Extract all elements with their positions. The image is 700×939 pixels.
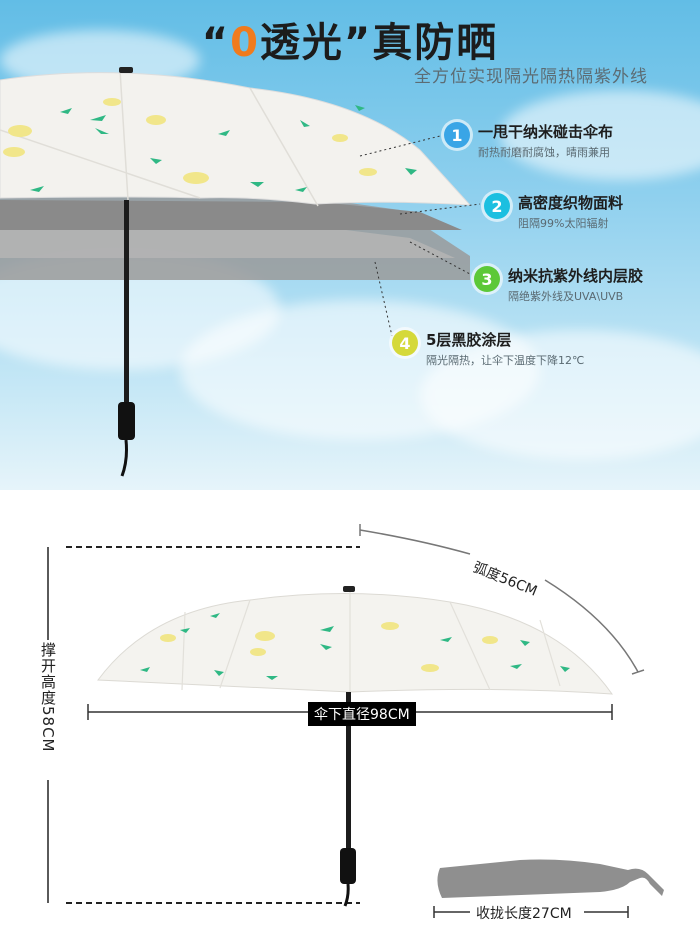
feature-title-3: 纳米抗紫外线内层胶	[508, 267, 644, 285]
open-umbrella-shaft	[346, 692, 351, 852]
umbrella-handle	[118, 402, 135, 440]
layer-uv-glue	[0, 226, 455, 258]
dimensions-section: 撑开高度58CM 弧度56CM 伞下直径98CM 收拢长度27CM	[0, 490, 700, 939]
hero-subtitle: 全方位实现隔光隔热隔紫外线	[414, 67, 648, 87]
canopy-pattern	[3, 98, 417, 192]
hero-section: “0透光”真防晒 全方位实现隔光隔热隔紫外线 1 一甩干纳米碰击伞布 耐热耐磨耐…	[0, 0, 700, 490]
handle-strap	[120, 439, 128, 477]
feature-title-1: 一甩干纳米碰击伞布	[478, 123, 614, 141]
umbrella-shaft	[124, 200, 129, 406]
layered-umbrella-illustration	[0, 67, 481, 477]
feature-number-2: 2	[484, 193, 510, 219]
feature-desc-2: 阻隔99%太阳辐射	[518, 217, 609, 230]
hero-title: “0透光”真防晒	[201, 20, 499, 66]
feature-desc-3: 隔绝紫外线及UVA\UVB	[508, 290, 624, 303]
layer-fabric	[0, 200, 462, 230]
feature-title-4: 5层黑胶涂层	[426, 331, 512, 349]
height-label: 撑开高度58CM	[39, 642, 57, 753]
feature-desc-4: 隔光隔热，让伞下温度下降12℃	[426, 354, 585, 367]
feature-number-1: 1	[444, 122, 470, 148]
feature-number-4: 4	[392, 330, 418, 356]
umbrella-tip	[119, 67, 133, 73]
dimension-illustration	[47, 524, 664, 918]
folded-umbrella	[437, 859, 664, 898]
feature-number-3: 3	[474, 266, 500, 292]
feature-desc-1: 耐热耐磨耐腐蚀，晴雨兼用	[478, 146, 610, 159]
title-zero: 0	[230, 20, 260, 66]
canopy-top	[0, 72, 472, 206]
open-umbrella-handle	[340, 848, 356, 884]
open-umbrella-canopy	[97, 592, 614, 695]
feature-title-2: 高密度织物面料	[518, 194, 624, 212]
diameter-label: 伞下直径98CM	[308, 702, 416, 726]
folded-length-label: 收拢长度27CM	[476, 906, 572, 922]
leader-lines	[359, 135, 481, 337]
